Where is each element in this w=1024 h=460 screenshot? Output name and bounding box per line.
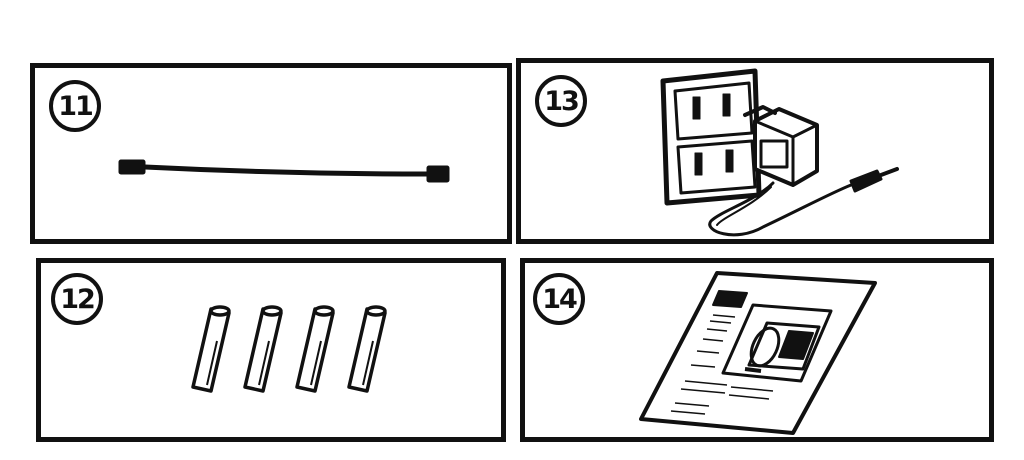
item-number-badge: 12 — [51, 273, 103, 325]
item-number-badge: 13 — [535, 75, 587, 127]
batteries-icon — [191, 305, 387, 393]
panel-item-14: 14 — [520, 258, 994, 442]
item-number-badge: 14 — [533, 273, 585, 325]
panel-item-11: 11 — [30, 63, 512, 244]
panel-item-13: 13 — [516, 58, 994, 244]
item-number-badge: 11 — [49, 80, 101, 132]
manual-icon — [639, 271, 877, 435]
ac-adapter-icon — [660, 68, 899, 237]
panel-item-12: 12 — [36, 258, 506, 442]
cable-icon — [118, 159, 450, 183]
